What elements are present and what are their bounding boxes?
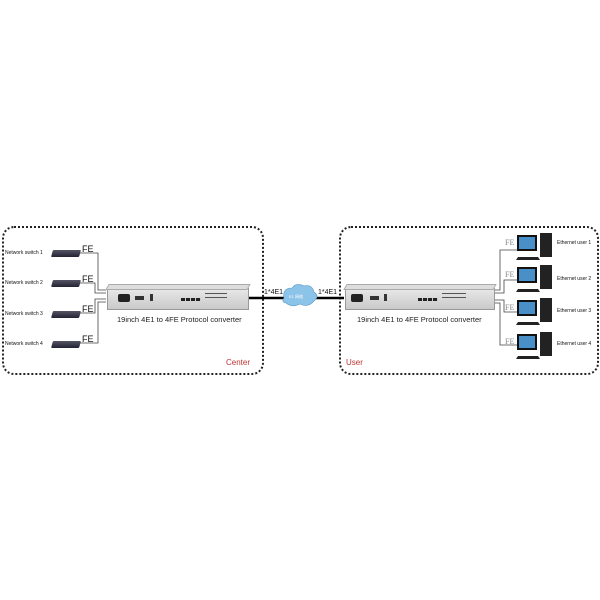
user-label: Ethernet user 2	[557, 276, 592, 282]
user-label: User	[346, 358, 363, 367]
right-link-label: 1*4E1	[318, 289, 338, 296]
fe-label: FE	[505, 238, 515, 247]
computer-icon	[516, 233, 552, 260]
user-site-box	[339, 226, 599, 375]
switch-label: Network switch 2	[5, 280, 43, 286]
fe-label: FE	[82, 334, 94, 344]
fe-label: FE	[505, 337, 515, 346]
center-site-box	[2, 226, 264, 375]
switch-label: Network switch 1	[5, 250, 43, 256]
computer-icon	[516, 298, 552, 325]
computer-icon	[516, 265, 552, 292]
left-link-label: 1*4E1	[264, 289, 284, 296]
center-label: Center	[226, 358, 251, 367]
switch-label: Network switch 3	[5, 311, 43, 317]
center-device-caption: 19inch 4E1 to 4FE Protocol converter	[117, 315, 242, 324]
cloud-icon	[282, 284, 318, 307]
computer-icon	[516, 332, 552, 359]
cloud-label: E1 网络	[289, 294, 304, 299]
center-protocol-converter	[105, 284, 251, 310]
fe-label: FE	[82, 244, 94, 254]
fe-label: FE	[82, 304, 94, 314]
switch-label: Network switch 4	[5, 341, 43, 347]
user-label: Ethernet user 3	[557, 308, 592, 314]
fe-label: FE	[505, 303, 515, 312]
fe-label: FE	[82, 274, 94, 284]
user-protocol-converter	[343, 284, 497, 310]
user-label: Ethernet user 1	[557, 240, 592, 246]
user-label: Ethernet user 4	[557, 341, 592, 347]
fe-label: FE	[505, 270, 515, 279]
user-device-caption: 19inch 4E1 to 4FE Protocol converter	[357, 315, 482, 324]
